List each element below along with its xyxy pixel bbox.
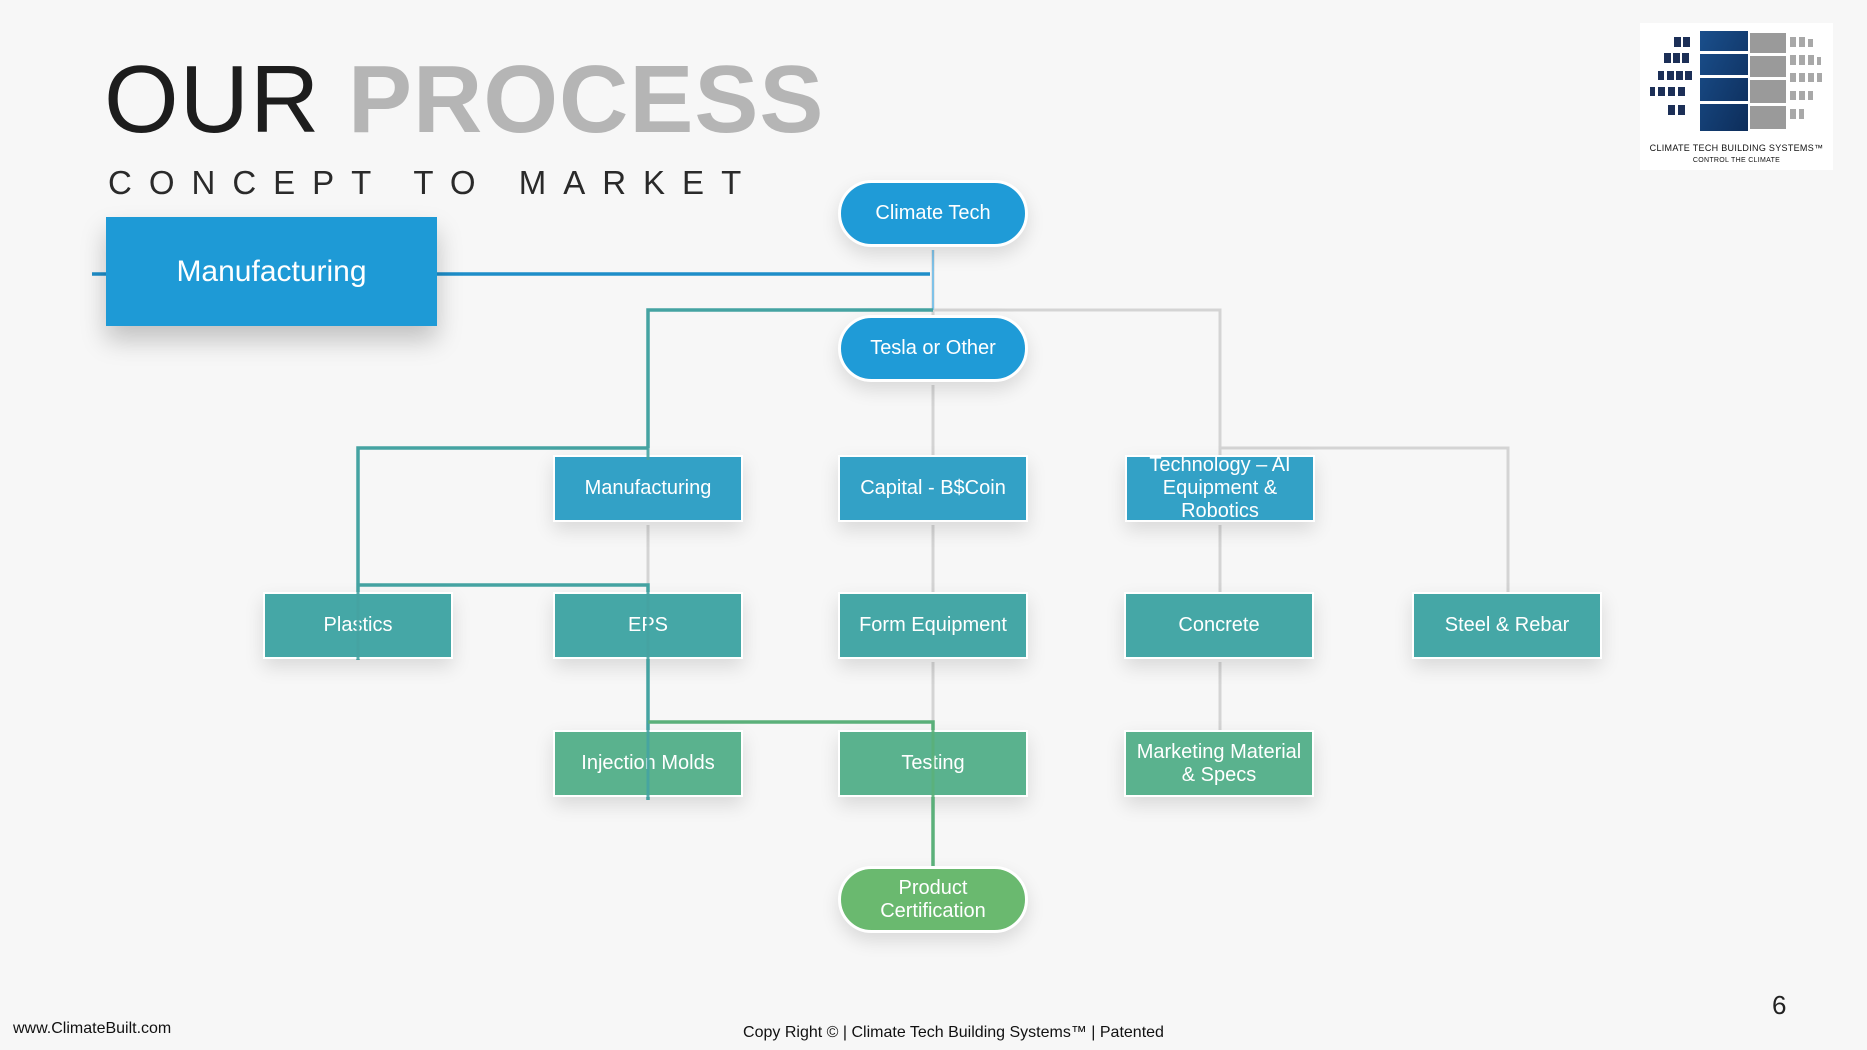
page-number: 6 [1772,990,1787,1020]
node-marketing-material: Marketing Material & Specs [1124,730,1314,797]
title-part-1: OUR [104,46,321,153]
website-url: www.ClimateBuilt.com [13,1020,172,1037]
building-logo-icon [1650,31,1822,131]
page-subtitle: CONCEPT TO MARKET [108,164,759,201]
node-manufacturing: Manufacturing [553,455,743,522]
connector-tech-steel [1220,446,1510,592]
logo-company-name: CLIMATE TECH BUILDING SYSTEMS™ [1649,143,1824,153]
node-product-certification: Product Certification [838,866,1028,933]
title-part-2: PROCESS [348,46,825,153]
node-concrete: Concrete [1124,592,1314,659]
copyright-notice: Copy Right © | Climate Tech Building Sys… [743,1024,1164,1041]
node-technology: Technology – AI Equipment & Robotics [1125,454,1315,522]
node-climate-tech: Climate Tech [838,180,1028,247]
company-logo: CLIMATE TECH BUILDING SYSTEMS™ CONTROL T… [1640,23,1833,170]
logo-tagline: CONTROL THE CLIMATE [1692,157,1781,164]
path-tesla-manufacturing [646,308,933,448]
manufacturing-callout: Manufacturing [106,217,437,326]
page-title: OUR PROCESS [104,52,824,148]
node-capital: Capital - B$Coin [838,455,1028,522]
connector-tesla-technology [933,308,1222,455]
node-steel-rebar: Steel & Rebar [1412,592,1602,659]
node-tesla-or-other: Tesla or Other [838,315,1028,382]
node-form-equipment: Form Equipment [838,592,1028,659]
